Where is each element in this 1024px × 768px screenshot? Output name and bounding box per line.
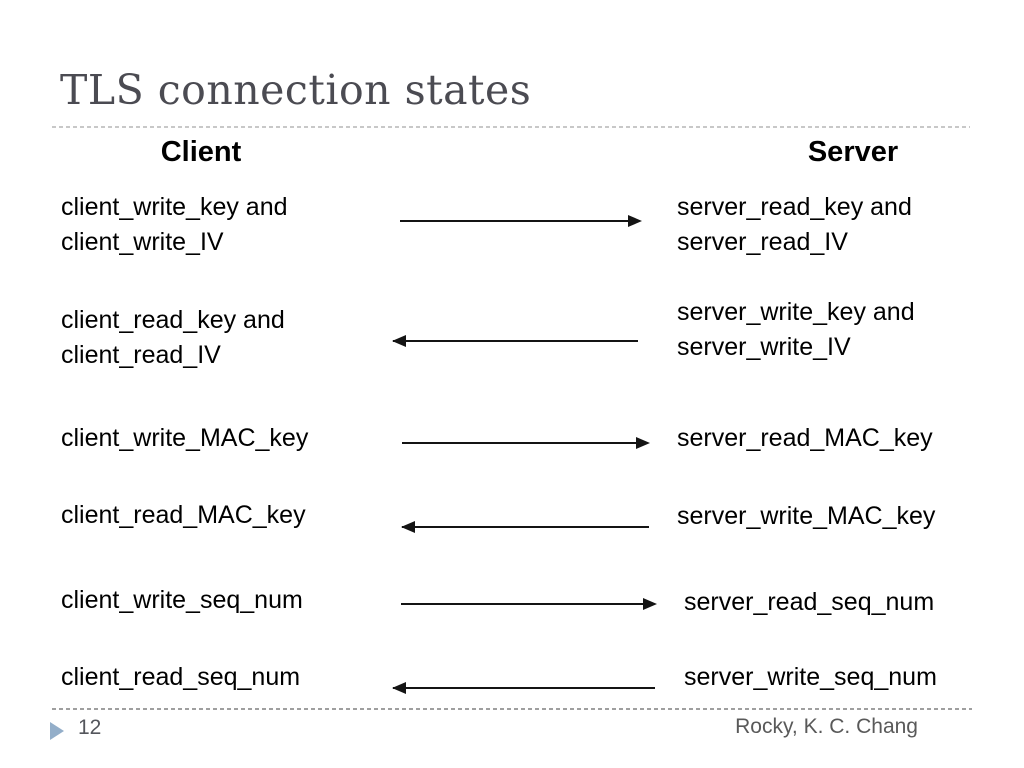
arrow-shaft [393,687,655,689]
arrow-head [628,215,642,227]
arrow-shaft [402,526,649,528]
footer-credit: Rocky, K. C. Chang [735,715,918,738]
arrow-head [392,335,406,347]
client-state-label: client_write_seq_num [61,586,303,614]
client-state-label: client_write_MAC_key [61,424,309,452]
arrow-right-icon [401,598,657,610]
title-divider [52,126,970,128]
arrow-right-icon [400,215,642,227]
arrow-shaft [400,220,639,222]
arrow-left-icon [392,682,657,694]
server-state-label: server_read_seq_num [684,588,935,616]
server-state-label: server_read_MAC_key [677,424,933,452]
page-title: TLS connection states [60,66,532,114]
column-header-server: Server [807,136,899,168]
arrow-head [636,437,650,449]
client-state-label: client_read_seq_num [61,663,301,691]
arrow-shaft [402,442,647,444]
column-header-client: Client [160,136,242,168]
arrow-right-icon [402,437,650,449]
footer-divider [52,708,972,710]
client-state-label: client_read_MAC_key [61,501,306,529]
arrow-left-icon [401,521,651,533]
client-state-label: client_read_key and client_read_IV [61,306,285,369]
page-number: 12 [78,716,102,739]
arrow-shaft [401,603,654,605]
arrow-left-icon [392,335,640,347]
server-state-label: server_write_key and server_write_IV [677,298,915,361]
page-marker-icon [50,722,64,740]
server-state-label: server_read_key and server_read_IV [677,193,912,256]
server-state-label: server_write_seq_num [684,663,937,691]
arrow-head [643,598,657,610]
client-state-label: client_write_key and client_write_IV [61,193,288,256]
arrow-head [401,521,415,533]
server-state-label: server_write_MAC_key [677,502,936,530]
arrow-shaft [393,340,638,342]
arrow-head [392,682,406,694]
